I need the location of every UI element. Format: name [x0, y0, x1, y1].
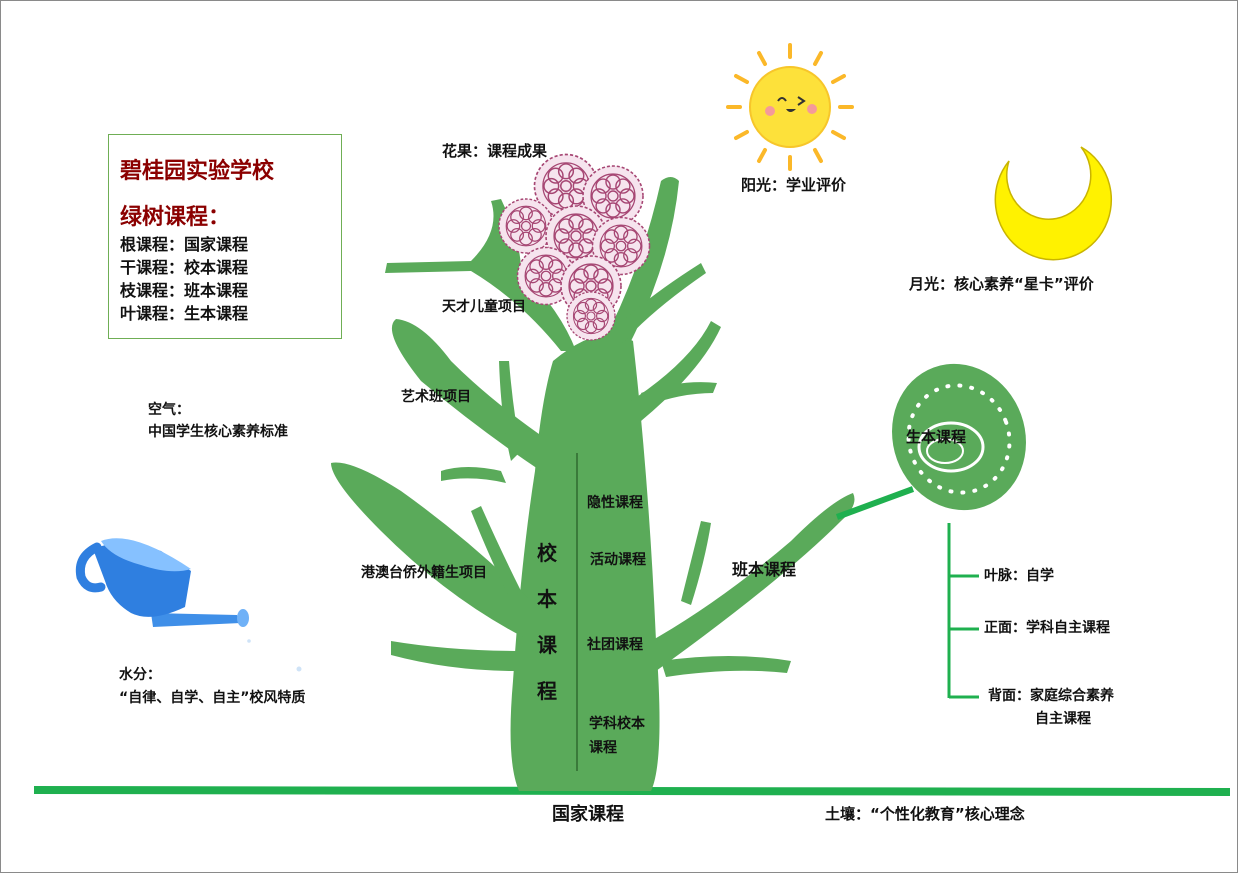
label-air-desc: 中国学生核心素养标准: [148, 424, 288, 440]
leaf-note-vein: 叶脉：自学: [984, 568, 1054, 584]
watering-can-icon: [75, 538, 302, 672]
label-sunlight: 阳光：学业评价: [741, 176, 847, 194]
legend-box: 碧桂园实验学校 绿树课程： 根课程：国家课程 干课程：校本课程 枝课程：班本课程…: [108, 134, 342, 339]
school-name: 碧桂园实验学校: [120, 159, 275, 184]
trunk-item-subject: 学科校本: [589, 716, 645, 732]
legend-item-trunk: 干课程：校本课程: [120, 258, 249, 277]
leaf-notes-bracket: [947, 523, 979, 699]
label-student-course: 生本课程: [906, 428, 967, 446]
leaf-note-back-cont: 自主课程: [1035, 711, 1091, 727]
legend-item-branch: 枝课程：班本课程: [120, 281, 249, 300]
leaf-note-back: 背面：家庭综合素养: [988, 688, 1114, 704]
course-title: 绿树课程：: [120, 205, 231, 230]
label-national-course: 国家课程: [552, 804, 624, 825]
trunk-title-char: 程: [537, 679, 557, 703]
trunk-title-char: 本: [537, 587, 557, 611]
leaf-note-front: 正面：学科自主课程: [984, 620, 1110, 636]
label-water-title: 水分：: [119, 667, 161, 683]
legend-item-leaf: 叶课程：生本课程: [120, 304, 249, 323]
trunk-title-char: 课: [537, 633, 557, 657]
trunk-item-subject-cont: 课程: [589, 740, 617, 756]
trunk-title: 校 本 课 程: [535, 542, 559, 726]
tree-shape: [331, 177, 855, 791]
legend-list: 根课程：国家课程 干课程：校本课程 枝课程：班本课程 叶课程：生本课程: [120, 233, 248, 325]
trunk-item-hidden: 隐性课程: [587, 495, 643, 511]
sun-icon: [726, 43, 854, 171]
moon-icon: [994, 146, 1113, 261]
label-soil: 土壤：“个性化教育”核心理念: [825, 805, 1025, 823]
trunk-title-char: 校: [537, 541, 557, 565]
label-moonlight: 月光：核心素养“星卡”评价: [909, 275, 1094, 293]
label-gifted-children: 天才儿童项目: [442, 299, 526, 315]
trunk-item-club: 社团课程: [587, 637, 643, 653]
label-air-title: 空气：: [148, 402, 190, 418]
label-flowers-fruit: 花果：课程成果: [442, 142, 548, 160]
leaf-icon: [835, 363, 1026, 520]
label-class-course: 班本课程: [732, 560, 797, 579]
label-art-class: 艺术班项目: [401, 389, 471, 405]
label-hk-macao-taiwan: 港澳台侨外籍生项目: [361, 565, 487, 581]
legend-item-root: 根课程：国家课程: [120, 235, 249, 254]
trunk-item-activity: 活动课程: [590, 552, 646, 568]
label-water-desc: “自律、自学、自主”校风特质: [119, 690, 306, 706]
